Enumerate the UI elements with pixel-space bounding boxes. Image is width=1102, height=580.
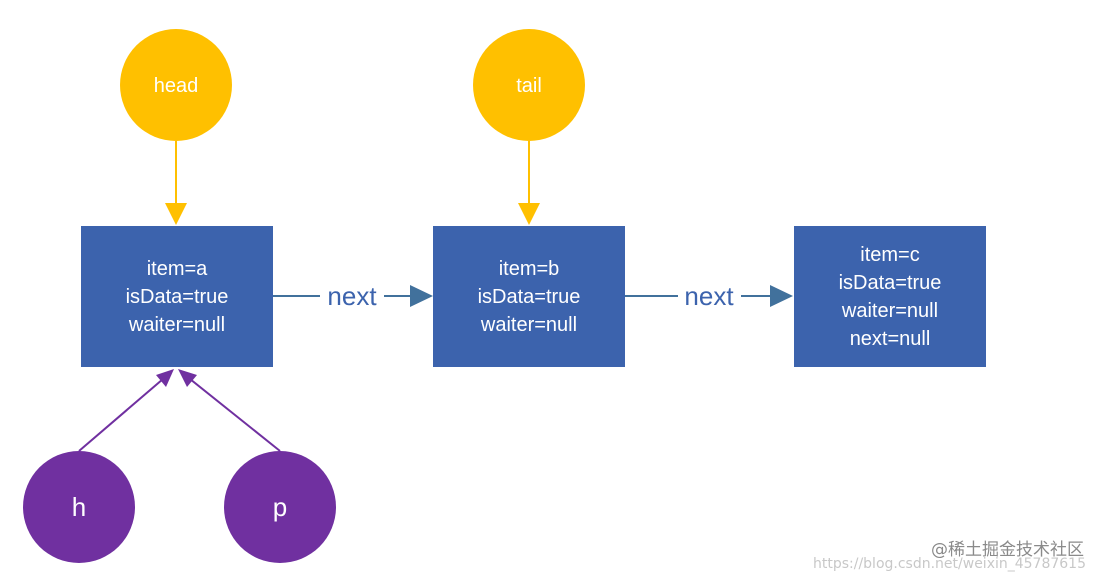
next-label-1: next	[327, 281, 377, 311]
next-label-2: next	[684, 281, 734, 311]
head-circle	[120, 29, 232, 141]
watermark-brand: @稀土掘金技术社区	[931, 540, 1084, 560]
next-arrow-1: next	[273, 281, 433, 311]
node-b-item: item=b	[499, 258, 560, 280]
node-c-item: item=c	[860, 244, 919, 266]
h-pointer: h	[23, 451, 135, 563]
node-b-waiter: waiter=null	[480, 314, 577, 336]
p-arrow	[178, 369, 281, 452]
p-circle	[224, 451, 336, 563]
node-c: item=c isData=true waiter=null next=null	[794, 226, 986, 367]
node-b: item=b isData=true waiter=null	[433, 226, 625, 367]
node-b-isdata: isData=true	[478, 286, 581, 308]
tail-circle	[473, 29, 585, 141]
node-c-next: next=null	[850, 328, 931, 350]
node-c-waiter: waiter=null	[841, 300, 938, 322]
next-arrow-2: next	[625, 281, 793, 311]
head-label: head	[154, 75, 199, 97]
node-a-isdata: isData=true	[126, 286, 229, 308]
head-pointer: head	[120, 29, 232, 141]
h-circle	[23, 451, 135, 563]
tail-pointer: tail	[473, 29, 585, 141]
node-a-box	[81, 226, 273, 367]
node-a: item=a isData=true waiter=null	[81, 226, 273, 367]
node-a-waiter: waiter=null	[128, 314, 225, 336]
node-a-item: item=a	[147, 258, 208, 280]
node-c-isdata: isData=true	[839, 272, 942, 294]
tail-arrow	[518, 141, 540, 225]
tail-label: tail	[516, 75, 542, 97]
node-b-box	[433, 226, 625, 367]
node-c-box	[794, 226, 986, 367]
h-label: h	[72, 492, 86, 522]
p-label: p	[273, 492, 287, 522]
watermark-url: https://blog.csdn.net/weixin_45787615	[812, 556, 1086, 572]
p-pointer: p	[224, 451, 336, 563]
head-arrow	[165, 141, 187, 225]
h-arrow	[78, 369, 174, 452]
